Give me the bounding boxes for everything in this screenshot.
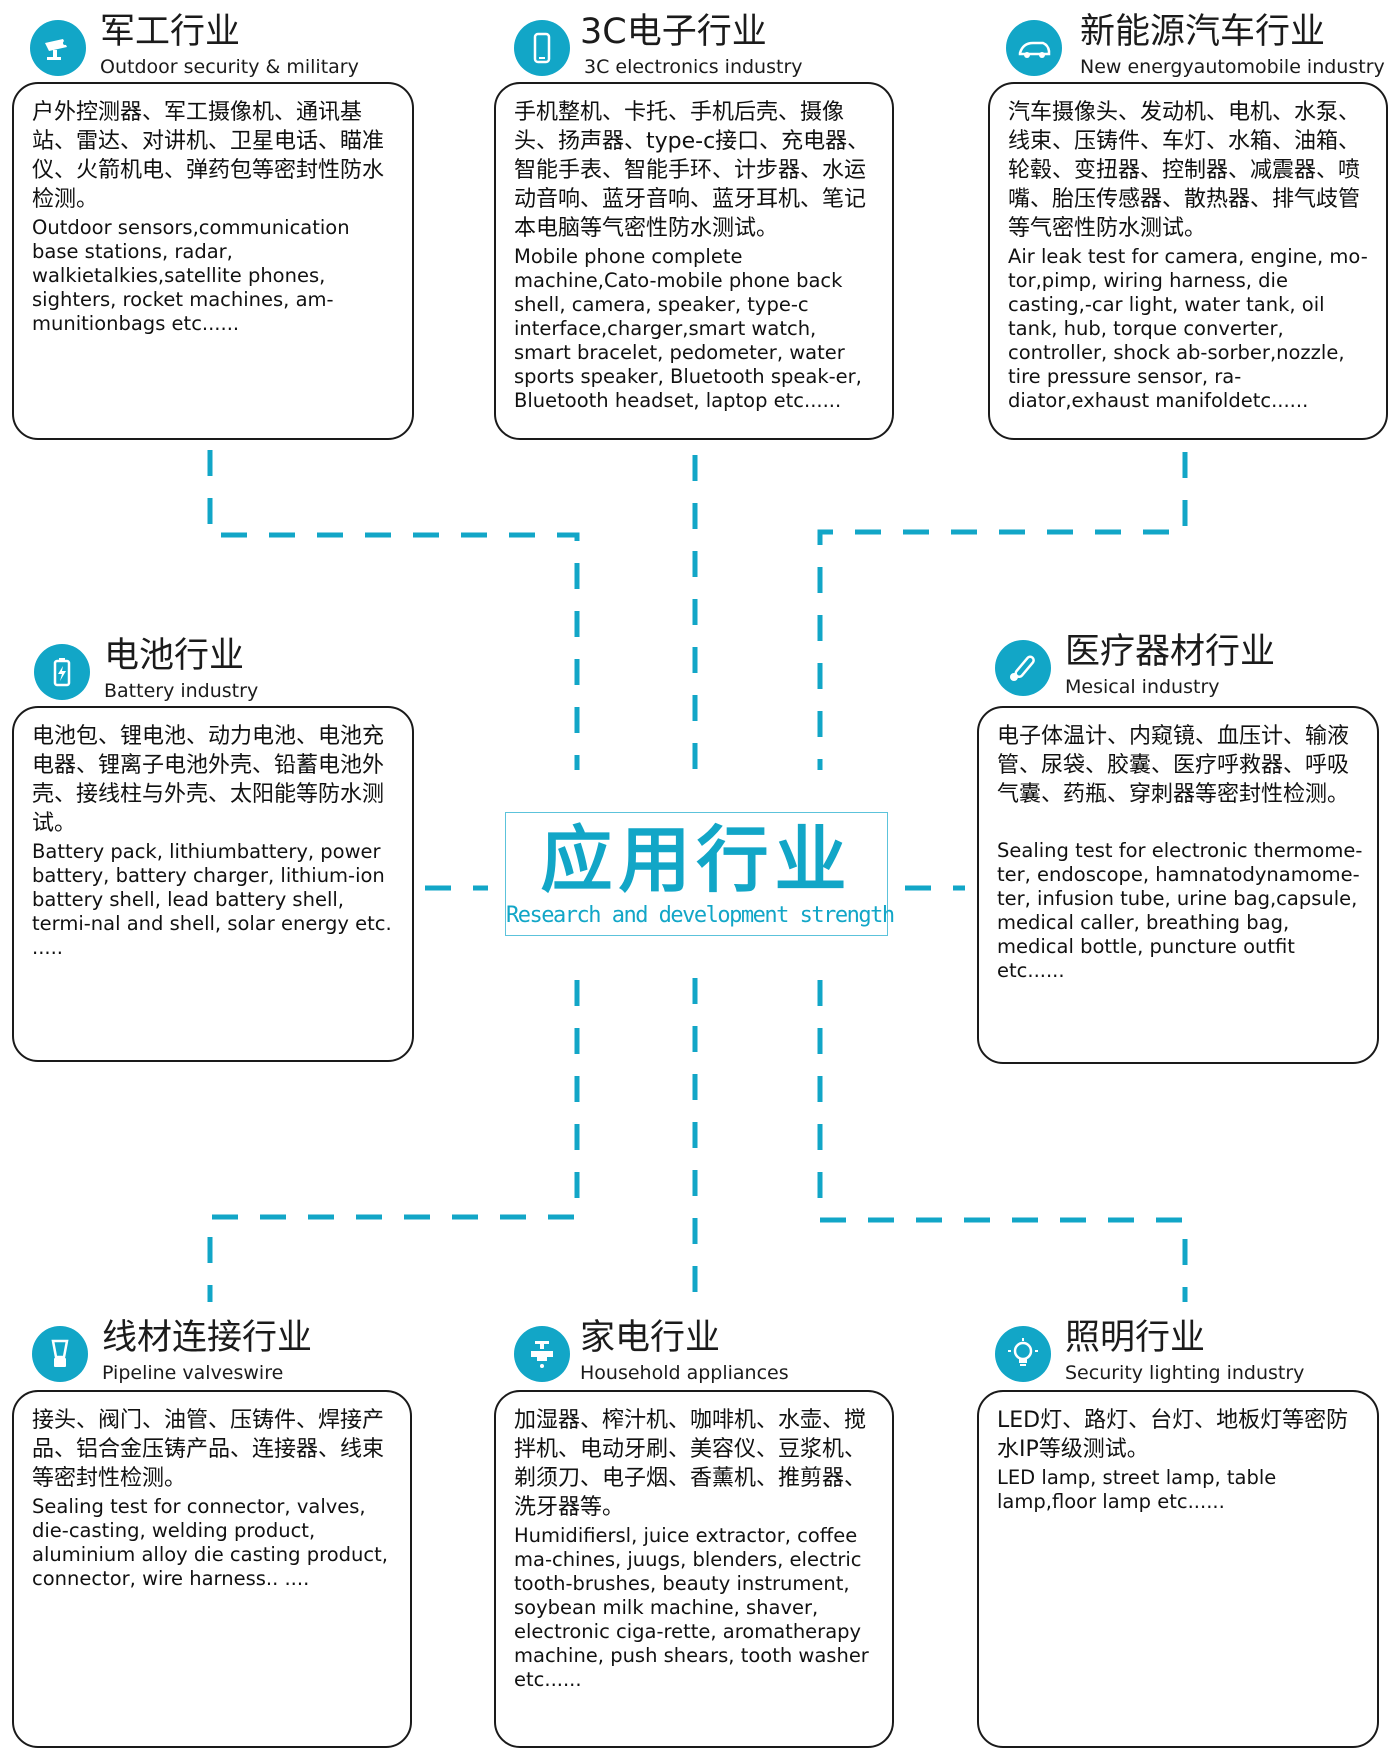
desc-cn: 加湿器、榨汁机、咖啡机、水壶、搅拌机、电动牙刷、美容仪、豆浆机、剃须刀、电子烟、… (514, 1408, 867, 1520)
section-title-en: Security lighting industry (1065, 1362, 1305, 1384)
camera-icon (30, 20, 86, 76)
blender-icon (32, 1326, 88, 1382)
section-title-cn: 3C电子行业 (580, 12, 767, 52)
desc-en: Air leak test for camera, engine, mo-tor… (1008, 245, 1368, 412)
section-title-cn: 新能源汽车行业 (1080, 12, 1326, 52)
desc-cn: 户外控测器、军工摄像机、通讯基站、雷达、对讲机、卫星电话、瞄准仪、火箭机电、弹药… (32, 100, 385, 212)
section-box: 电子体温计、内窥镜、血压计、输液管、尿袋、胶囊、医疗呼救器、呼吸气囊、药瓶、穿刺… (977, 706, 1379, 1064)
desc-cn: 汽车摄像头、发动机、电机、水泵、线束、压铸件、车灯、水箱、油箱、轮毂、变扭器、控… (1008, 100, 1361, 241)
desc-en: Sealing test for connector, valves, die-… (32, 1495, 388, 1590)
desc-cn: LED灯、路灯、台灯、地板灯等密防水IP等级测试。 (997, 1408, 1349, 1462)
section-box: LED灯、路灯、台灯、地板灯等密防水IP等级测试。 LED lamp, stre… (977, 1390, 1379, 1748)
section-electronics: 3C电子行业 3C electronics industry 手机整机、卡托、手… (494, 12, 894, 440)
desc-cn: 手机整机、卡托、手机后壳、摄像头、扬声器、type-c接口、充电器、智能手表、智… (514, 100, 870, 241)
desc-en: LED lamp, street lamp, table lamp,floor … (997, 1466, 1277, 1513)
section-box: 手机整机、卡托、手机后壳、摄像头、扬声器、type-c接口、充电器、智能手表、智… (494, 82, 894, 440)
desc-cn: 电子体温计、内窥镜、血压计、输液管、尿袋、胶囊、医疗呼救器、呼吸气囊、药瓶、穿刺… (997, 724, 1350, 807)
center-title: 应用行业 (540, 818, 853, 902)
section-box: 汽车摄像头、发动机、电机、水泵、线束、压铸件、车灯、水箱、油箱、轮毂、变扭器、控… (988, 82, 1388, 440)
section-title-cn: 线材连接行业 (102, 1318, 313, 1358)
connector-lighting (817, 980, 1188, 1302)
section-title-en: 3C electronics industry (584, 56, 803, 78)
desc-en: Mobile phone complete machine,Cato-mobil… (514, 245, 862, 412)
section-title-en: New energyautomobile industry (1080, 56, 1385, 78)
desc-cn: 电池包、锂电池、动力电池、电池充电器、锂离子电池外壳、铅蓄电池外壳、接线柱与外壳… (32, 724, 385, 836)
car-icon (1006, 20, 1062, 76)
section-box: 户外控测器、军工摄像机、通讯基站、雷达、对讲机、卫星电话、瞄准仪、火箭机电、弹药… (12, 82, 414, 440)
desc-cn: 接头、阀门、油管、压铸件、焊接产品、铝合金压铸产品、连接器、线束等密封性检测。 (32, 1408, 385, 1491)
battery-icon (34, 644, 90, 700)
phone-icon (514, 20, 570, 76)
center-subtitle: Research and development strength (506, 903, 895, 928)
section-box: 电池包、锂电池、动力电池、电池充电器、锂离子电池外壳、铅蓄电池外壳、接线柱与外壳… (12, 706, 414, 1062)
section-box: 接头、阀门、油管、压铸件、焊接产品、铝合金压铸产品、连接器、线束等密封性检测。 … (12, 1390, 412, 1748)
lightbulb-icon (995, 1326, 1051, 1382)
section-auto: 新能源汽车行业 New energyautomobile industry 汽车… (988, 12, 1388, 440)
desc-en: Humidifiersl, juice extractor, coffee ma… (514, 1524, 869, 1691)
section-title-cn: 照明行业 (1065, 1318, 1206, 1358)
section-title-cn: 军工行业 (100, 12, 241, 52)
section-title-en: Outdoor security & military (100, 56, 359, 78)
section-title-en: Battery industry (104, 680, 259, 702)
section-military: 军工行业 Outdoor security & military 户外控测器、军… (12, 12, 420, 440)
section-box: 加湿器、榨汁机、咖啡机、水壶、搅拌机、电动牙刷、美容仪、豆浆机、剃须刀、电子烟、… (494, 1390, 894, 1748)
section-pipeline: 线材连接行业 Pipeline valveswire 接头、阀门、油管、压铸件、… (12, 1318, 422, 1750)
section-medical: 医疗器材行业 Mesical industry 电子体温计、内窥镜、血压计、输液… (977, 632, 1385, 1064)
desc-en: Battery pack, lithiumbattery, power batt… (32, 840, 392, 959)
connector-pipeline (207, 980, 580, 1302)
connector-auto (817, 452, 1188, 770)
section-title-en: Household appliances (580, 1362, 789, 1384)
section-household: 家电行业 Household appliances 加湿器、榨汁机、咖啡机、水壶… (494, 1318, 894, 1750)
desc-en: Sealing test for electronic thermome-ter… (997, 839, 1363, 982)
section-title-cn: 医疗器材行业 (1065, 632, 1276, 672)
section-battery: 电池行业 Battery industry 电池包、锂电池、动力电池、电池充电器… (12, 636, 424, 1062)
thermometer-icon (995, 640, 1051, 696)
section-title-cn: 家电行业 (580, 1318, 721, 1358)
center-title-block: 应用行业 Research and development strength (505, 812, 895, 936)
section-title-en: Mesical industry (1065, 676, 1220, 698)
faucet-icon (514, 1326, 570, 1382)
section-lighting: 照明行业 Security lighting industry LED灯、路灯、… (977, 1318, 1385, 1750)
section-title-en: Pipeline valveswire (102, 1362, 284, 1384)
desc-en: Outdoor sensors,communication base stati… (32, 216, 350, 335)
section-title-cn: 电池行业 (104, 636, 245, 676)
